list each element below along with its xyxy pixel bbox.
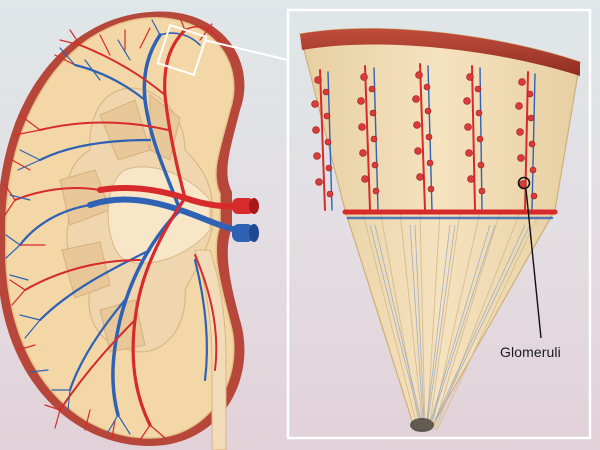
inset-capsule: [300, 28, 580, 76]
renal-veins: [18, 32, 253, 417]
zoom-indicator: [156, 23, 289, 77]
zoom-connector: [203, 39, 289, 61]
zoom-box-icon: [156, 23, 208, 77]
glomerulus-callout-icon: [517, 176, 531, 190]
cortical-vessels: [4, 17, 213, 441]
glomeruli-label: Glomeruli: [500, 344, 561, 360]
glomeruli-clusters: [311, 71, 538, 200]
ureter: [194, 249, 227, 450]
kidney-section: [0, 11, 259, 450]
cortex-wedge: [299, 28, 581, 431]
renal-papilla: [410, 418, 434, 432]
callout-line: [525, 188, 542, 339]
renal-hilum-vessels: [232, 198, 259, 242]
collecting-ducts: [369, 224, 531, 421]
renal-arteries: [14, 26, 253, 427]
medullary-rays: [361, 209, 541, 431]
inset-frame: [286, 8, 592, 440]
inset-panel: [286, 8, 592, 440]
